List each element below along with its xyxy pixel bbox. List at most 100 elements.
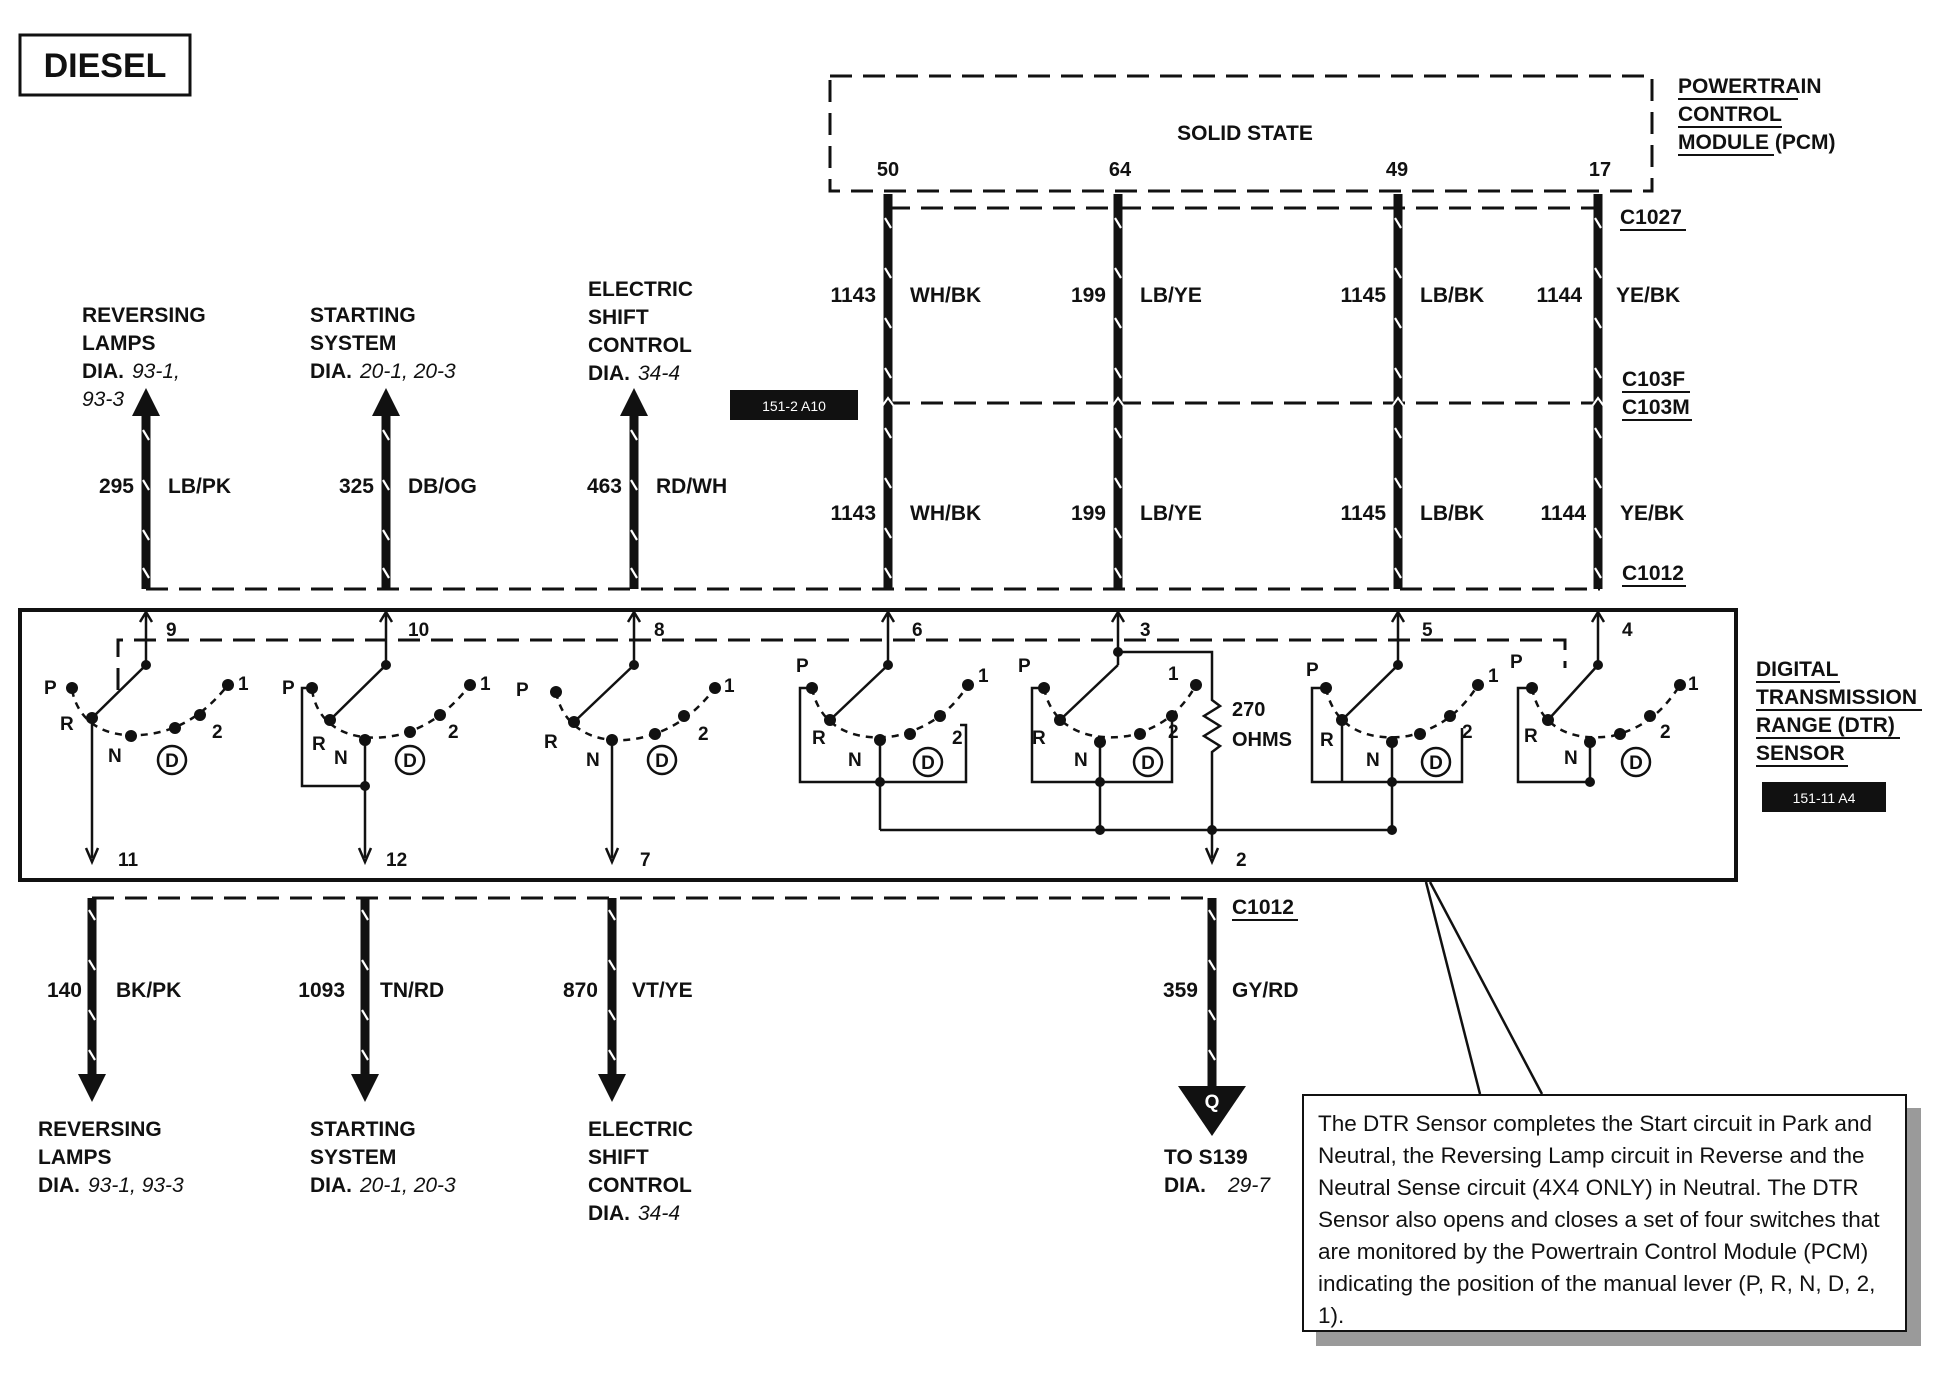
svg-text:P: P [1510,652,1523,673]
splice-label: Q [1205,1092,1220,1113]
svg-text:N: N [108,746,122,767]
svg-text:N: N [1074,750,1088,771]
diesel-badge [18,33,192,97]
svg-text:R: R [1320,730,1334,751]
svg-text:1: 1 [1168,664,1179,685]
diesel-label: DIESEL [44,47,167,85]
dtr-page-ref-text: 151-11 A4 [1793,790,1856,806]
svg-text:SYSTEM: SYSTEM [310,1146,396,1169]
wire-label-199-lower: 199 [1071,502,1106,525]
svg-text:D: D [1141,753,1155,774]
svg-text:9: 9 [166,620,177,641]
pcm-title-line-1: POWERTRAIN [1678,75,1822,98]
wire-label-199-upper: 199 [1071,284,1106,307]
svg-text:2: 2 [448,722,459,743]
svg-text:7: 7 [640,850,651,871]
svg-text:ELECTRIC: ELECTRIC [588,1118,693,1141]
svg-text:2: 2 [1660,722,1671,743]
pcm-wire-1143 [877,194,899,589]
pcm-title-line-2: CONTROL [1678,103,1782,126]
svg-text:DIA.34-4: DIA.34-4 [588,1202,680,1225]
svg-text:R: R [1032,728,1046,749]
svg-text:P: P [282,678,295,699]
dtr-switch-3: D P R N 2 1 270 OHMS [1018,640,1292,866]
svg-text:R: R [1524,726,1538,747]
dest-electric-shift-top: ELECTRIC SHIFT CONTROL DIA.34-4 [588,278,693,385]
pcm-wire-199 [1107,194,1129,589]
svg-text:R: R [544,732,558,753]
wire-label-140: 140 [47,979,82,1002]
svg-text:RANGE (DTR): RANGE (DTR) [1756,714,1895,737]
resistor-value: 270 [1232,699,1265,721]
wire-label-1143-lower: 1143 [830,502,876,525]
svg-text:REVERSING: REVERSING [38,1118,162,1141]
description-note: The DTR Sensor completes the Start circu… [1302,1094,1907,1332]
wire-color-1144-upper: YE/BK [1616,284,1680,307]
down-arrow-icon [351,1074,379,1102]
svg-text:D: D [655,751,669,772]
svg-text:DIA.20-1, 20-3: DIA.20-1, 20-3 [310,360,456,383]
wire-140 [78,898,106,1102]
wire-label-1144-lower: 1144 [1540,502,1586,525]
dest-electric-shift-bottom: ELECTRIC SHIFT CONTROL DIA.34-4 [588,1118,693,1225]
svg-text:N: N [848,750,862,771]
wire-label-359: 359 [1163,979,1198,1002]
wire-463 [620,388,648,589]
svg-text:R: R [312,734,326,755]
pcm-pin-50: 50 [877,159,899,181]
connector-c103f: C103F [1622,368,1685,391]
description-note-text: The DTR Sensor completes the Start circu… [1318,1111,1880,1328]
dtr-mechanical-linkage [116,638,1567,690]
svg-text:LAMPS: LAMPS [38,1146,112,1169]
dtr-bottom-pins: 11 12 7 2 [118,850,1247,871]
svg-text:2: 2 [1168,722,1179,743]
dtr-page-ref [1762,782,1886,812]
svg-text:2: 2 [952,728,963,749]
wire-color-325: DB/OG [408,475,477,498]
dtr-switch-8: D P R N 2 1 [516,640,735,866]
svg-text:TO S139: TO S139 [1164,1146,1248,1169]
up-arrow-icon [132,388,160,416]
wire-870 [598,898,626,1102]
svg-text:2: 2 [1462,722,1473,743]
dest-reversing-lamps-top: REVERSING LAMPS DIA.93-1, 93-3 [82,304,206,411]
svg-text:P: P [44,678,57,699]
svg-text:LAMPS: LAMPS [82,332,156,355]
svg-text:R: R [812,728,826,749]
pcm-title: POWERTRAIN CONTROL MODULE (PCM) [1678,75,1836,156]
svg-text:DIA.20-1, 20-3: DIA.20-1, 20-3 [310,1174,456,1197]
pcm-wire-1145 [1387,194,1409,589]
wire-label-1145-lower: 1145 [1340,502,1386,525]
svg-text:STARTING: STARTING [310,304,416,327]
dest-starting-system-bottom: STARTING SYSTEM DIA.20-1, 20-3 [310,1118,456,1197]
svg-text:DIA.29-7: DIA.29-7 [1164,1174,1271,1197]
pcm-title-line-3: MODULE (PCM) [1678,131,1836,154]
wire-color-1144-lower: YE/BK [1620,502,1684,525]
connector-c1012-top: C1012 [1622,562,1684,585]
svg-text:93-3: 93-3 [82,388,124,411]
svg-text:DIGITAL: DIGITAL [1756,658,1839,681]
connector-c1027: C1027 [1620,206,1682,229]
wire-359: Q [1178,898,1246,1136]
svg-text:1: 1 [480,674,491,695]
svg-text:P: P [796,656,809,677]
pcm-page-ref [730,390,858,420]
up-arrow-icon [372,388,400,416]
svg-text:ELECTRIC: ELECTRIC [588,278,693,301]
svg-text:D: D [1429,753,1443,774]
pcm-solid-state-label: SOLID STATE [1177,122,1313,145]
wire-color-1143-upper: WH/BK [910,284,981,307]
svg-text:REVERSING: REVERSING [82,304,206,327]
wire-color-199-lower: LB/YE [1140,502,1202,525]
down-arrow-icon [78,1074,106,1102]
svg-text:1: 1 [1488,666,1499,687]
svg-text:8: 8 [654,620,665,641]
svg-text:DIA.93-1,: DIA.93-1, [82,360,180,383]
wire-label-870: 870 [563,979,598,1002]
up-arrow-icon [620,388,648,416]
svg-text:3: 3 [1140,620,1151,641]
pcm-pin-49: 49 [1386,159,1408,181]
wire-label-1145-upper: 1145 [1340,284,1386,307]
svg-text:TRANSMISSION: TRANSMISSION [1756,686,1917,709]
